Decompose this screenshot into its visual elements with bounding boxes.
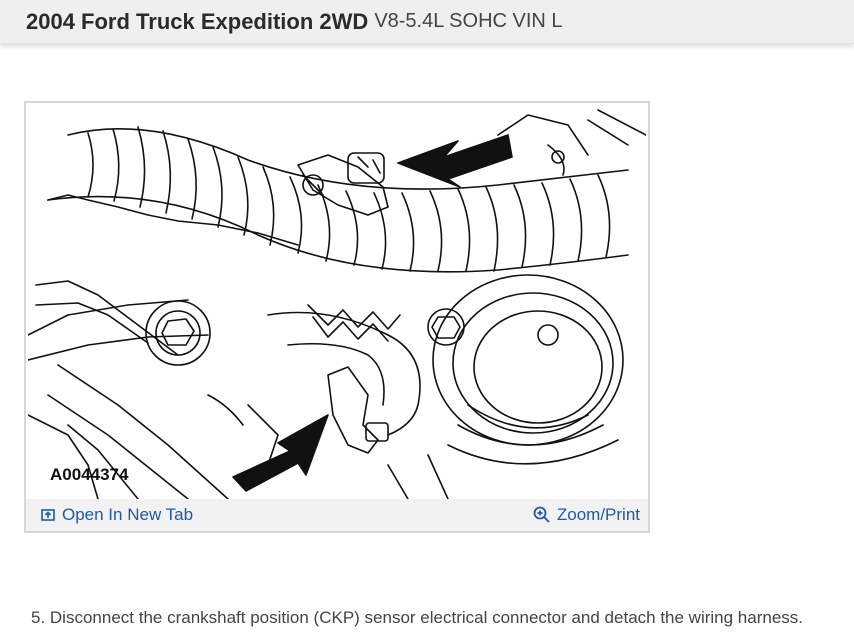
engine-subtitle: V8-5.4L SOHC VIN L bbox=[374, 10, 563, 32]
figure-toolbar: Open In New Tab Zoom/Print bbox=[26, 499, 648, 531]
open-in-new-tab-link[interactable]: Open In New Tab bbox=[40, 505, 193, 525]
zoom-print-label: Zoom/Print bbox=[556, 505, 640, 524]
instruction-step: 5. Disconnect the crankshaft position (C… bbox=[31, 608, 804, 627]
engine-diagram bbox=[28, 109, 646, 499]
open-in-new-tab-label: Open In New Tab bbox=[62, 505, 194, 524]
figure-card: A0044374 Open In New Tab Zoom/Print bbox=[24, 101, 650, 533]
external-window-icon bbox=[40, 507, 56, 523]
technical-illustration[interactable]: A0044374 bbox=[28, 105, 646, 499]
vehicle-title: 2004 Ford Truck Expedition 2WD bbox=[26, 8, 369, 34]
figure-code: A0044374 bbox=[50, 465, 129, 484]
zoom-print-link[interactable]: Zoom/Print bbox=[533, 505, 640, 525]
magnifier-plus-icon bbox=[533, 506, 551, 524]
page-header: 2004 Ford Truck Expedition 2WD V8-5.4L S… bbox=[0, 0, 854, 44]
